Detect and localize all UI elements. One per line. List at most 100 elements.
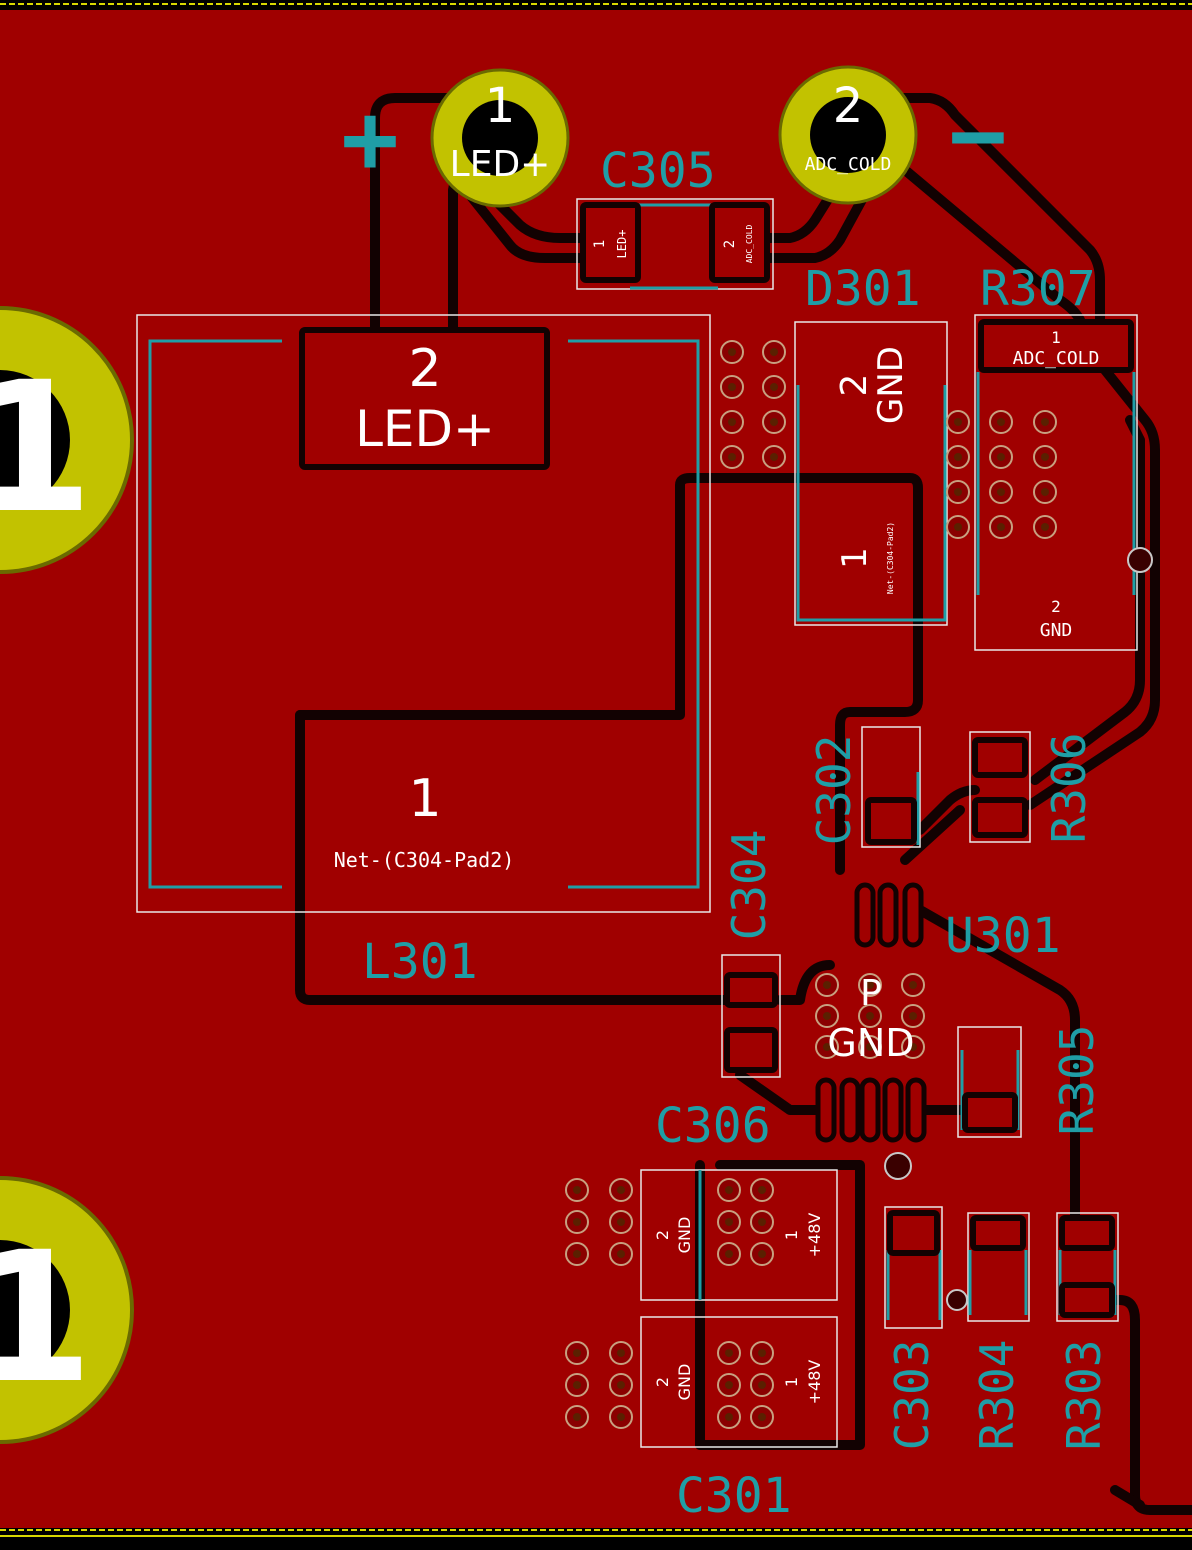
thermal-via-drill [997,453,1005,461]
thermal-via-drill [617,1413,625,1421]
r307-pad-2-net: GND [1040,620,1073,641]
thermal-via-drill [823,1043,831,1051]
ref-c304: C304 [722,830,776,941]
r306-courtyard [969,731,1031,843]
u301-pin [877,882,899,948]
ref-c303: C303 [885,1340,939,1451]
c305-pad-1: 1 LED+ [580,202,641,283]
thermal-via-drill [954,523,962,531]
thermal-via-drill [728,383,736,391]
l301-pad-1: 1 Net-(C304-Pad2) [334,769,515,872]
thermal-via-drill [758,1186,766,1194]
thermal-via-drill [823,1012,831,1020]
c301a-pad-2-net: GND [675,1217,694,1254]
thermal-via-drill [573,1349,581,1357]
thermal-via-drill [573,1381,581,1389]
thermal-via-drill [725,1250,733,1258]
ref-l301: L301 [362,934,478,990]
u301-pin1-marker [884,1152,912,1180]
thermal-via-drill [866,981,874,989]
d301-silk [796,385,947,622]
ref-c305: C305 [600,143,716,199]
d301-pad-2-net: GND [871,346,911,424]
r307-pad-1-number: 1 [1051,328,1061,347]
thermal-via-drill [770,383,778,391]
u301-pins [815,882,927,1143]
r306-pad-1 [972,737,1028,778]
r304-courtyard [967,1212,1030,1322]
c304-pad-1 [724,972,778,1008]
thermal-via-drill [617,1218,625,1226]
c305-pad-1-number: 1 [592,240,608,248]
c302-pad [865,797,917,845]
r307-pad-2: 2 GND [1040,597,1073,641]
r303-pad-2 [1059,1282,1115,1318]
thermal-via-drill [728,418,736,426]
c305-pad-2-net: ADC_COLD [745,225,754,264]
thermal-via-drill [997,418,1005,426]
ref-c302: C302 [807,735,861,846]
ref-r305: R305 [1050,1025,1104,1136]
via-array [565,340,1057,1429]
c301b-courtyard [640,1316,838,1448]
ref-u301: U301 [945,908,1061,964]
thermal-via-drill [1041,488,1049,496]
thermal-via-drill [573,1250,581,1258]
ref-r304: R304 [970,1340,1024,1451]
r304-pad [970,1215,1026,1251]
l301-silk [148,339,700,889]
thermal-via-drill [725,1381,733,1389]
pad-j2-net: ADC_COLD [805,154,892,175]
thermal-via-drill [909,981,917,989]
via-r304 [946,1289,968,1311]
thermal-via-drill [617,1349,625,1357]
ref-d301: D301 [805,261,921,317]
thermal-via-drill [954,488,962,496]
r307-courtyard [974,314,1138,651]
c301b-pad-2-net: GND [675,1364,694,1401]
ref-c301: C301 [676,1468,792,1524]
pad-j2-number: 2 [833,78,864,134]
thermal-via-drill [954,418,962,426]
ref-r306: R306 [1042,733,1096,844]
c301b-pad-1-net: +48V [805,1360,824,1405]
ref-c306: C306 [655,1098,771,1154]
pad-j1: 1 LED+ [430,68,570,208]
u301-pin [882,1077,904,1143]
c304-courtyard [721,954,781,1078]
edge-cuts [0,3,1192,1537]
u301-ep-number: P [860,973,882,1014]
d301-pad-2-number: 2 [834,374,875,397]
c305-pad-2-number: 2 [722,240,738,248]
thermal-via-drill [725,1218,733,1226]
ref-r303: R303 [1057,1340,1111,1451]
u301-pin [839,1077,861,1143]
tht-pad-left-top: 1 [0,306,134,574]
r303-pad-1 [1059,1215,1115,1251]
r307-pad-2-number: 2 [1051,597,1061,616]
c305-pad-2: 2 ADC_COLD [709,202,770,283]
u301-pin [905,1077,927,1143]
c307-pad [962,1092,1018,1133]
thermal-via-drill [725,1349,733,1357]
r307-pad-1: 1 ADC_COLD [978,319,1134,373]
pad-j1-net: LED+ [450,144,551,185]
c305-pad-1-net: LED+ [615,230,629,259]
thermal-via-drill [770,418,778,426]
thermal-via-drill [770,348,778,356]
r306-pad-2 [972,797,1028,838]
via-r307 [1127,547,1153,573]
thermal-via-drill [1041,418,1049,426]
thermal-via-drill [1041,453,1049,461]
tht-pad-left-bottom: 1 [0,1176,134,1444]
thermal-via-drill [617,1250,625,1258]
thermal-via-drill [728,453,736,461]
thermal-via-drill [573,1186,581,1194]
thermal-via-drill [573,1218,581,1226]
d301-pad-1-number: 1 [835,547,875,569]
c301a-pad-1-number: 1 [782,1230,801,1240]
tht-pad-left-bottom-label: 1 [0,1214,93,1423]
thermal-via-drill [997,488,1005,496]
d301-pad-1-net: Net-(C304-Pad2) [886,522,895,594]
d301-pad-1: 1 Net-(C304-Pad2) [835,522,895,594]
